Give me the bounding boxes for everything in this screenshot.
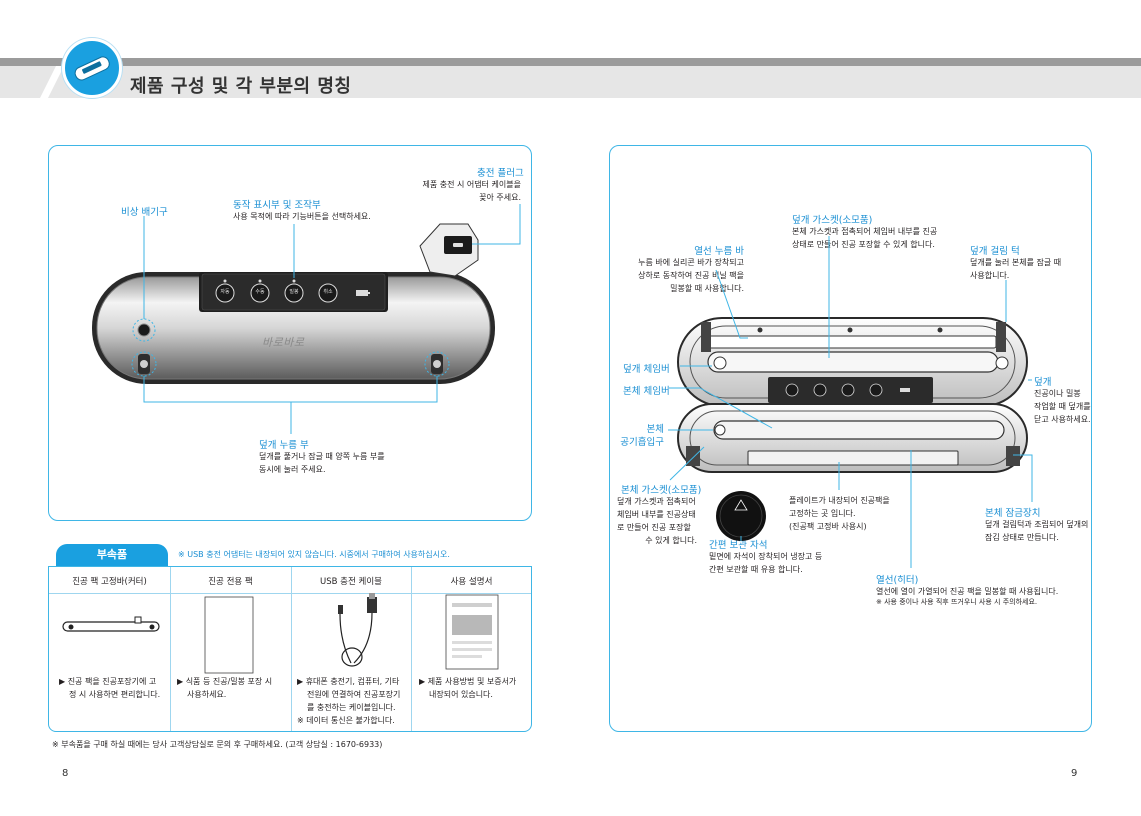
magnet-desc-line: 밑면에 자석이 장착되어 냉장고 등	[709, 552, 823, 561]
body-gasket-desc-line: 체임버 내부를 진공상태	[617, 510, 696, 519]
accessories-column-divider	[170, 567, 171, 731]
lid-gasket-desc-line: 상태로 만들어 진공 포장할 수 있게 합니다.	[792, 240, 935, 249]
accessory-desc-line: ▶ 휴대폰 충전기, 컴퓨터, 기타	[297, 677, 400, 686]
magnet-desc-line: 간편 보관할 때 유용 합니다.	[709, 565, 803, 574]
accessory-name: USB 충전 케이블	[320, 577, 382, 587]
accessory-desc: ▶ 휴대폰 충전기, 컴퓨터, 기타 전원에 연결하여 진공포장기 를 충전하는…	[297, 675, 409, 727]
accessory-desc-line: 를 충전하는 케이블입니다.	[307, 703, 396, 712]
accessory-desc: ▶ 식품 등 진공/밀봉 포장 시 사용하세요.	[177, 675, 287, 701]
body-intake-title: 본체 공기흡입구	[600, 423, 664, 449]
page-number-left: 8	[62, 768, 69, 779]
plate-desc-line: 플레이트가 내장되어 진공팩을	[789, 496, 890, 505]
lid-gasket-desc: 본체 가스켓과 접촉되어 체임버 내부를 진공 상태로 만들어 진공 포장할 수…	[792, 225, 937, 251]
plate-desc-line: 고정하는 곳 입니다.	[789, 509, 856, 518]
plate-desc: 플레이트가 내장되어 진공팩을 고정하는 곳 입니다. (진공팩 고정바 사용시…	[789, 494, 890, 533]
purchase-note: ※ 부속품을 구매 하실 때에는 당사 고객상담실로 문의 후 구매하세요. (…	[52, 740, 383, 749]
lid-hook-desc-line: 사용합니다.	[970, 271, 1010, 280]
lid-chamber-title: 덮개 체임버	[623, 364, 670, 375]
manual-button[interactable]: 수동	[255, 289, 265, 295]
body-lock-desc-line: 덮개 걸림턱과 조립되어 덮개의	[985, 520, 1089, 529]
heater-title: 열선(히터)	[876, 575, 919, 586]
lid-press-desc-line: 동시에 눌러 주세요.	[259, 465, 326, 474]
lid-hook-title: 덮개 걸림 턱	[970, 246, 1020, 257]
auto-button[interactable]: 자동	[220, 289, 230, 295]
seal-bar-desc-line: 밀봉할 때 사용합니다.	[670, 284, 744, 293]
seal-bar-desc: 누름 바에 실리콘 바가 장착되고 상하로 동작하여 진공 비닐 팩을 밀봉할 …	[604, 256, 744, 295]
accessory-illustrations	[62, 593, 499, 674]
accessories-tab: 부속품	[56, 544, 168, 566]
header-band	[0, 58, 1141, 98]
accessory-name: 진공 전용 팩	[208, 577, 253, 587]
accessories-header-divider	[49, 593, 531, 594]
accessory-desc-line: ▶ 제품 사용방법 및 보증서가	[419, 677, 517, 686]
accessories-column-divider	[291, 567, 292, 731]
accessories-note: ※ USB 충전 어댑터는 내장되어 있지 않습니다. 시중에서 구매하여 사용…	[178, 550, 450, 559]
accessory-desc-line: 사용하세요.	[187, 690, 227, 699]
emergency-vent-title: 비상 배기구	[121, 207, 168, 218]
lid-hook-desc: 덮개를 눌러 본체를 잠글 때 사용합니다.	[970, 256, 1061, 282]
lid-desc-line: 진공이나 밀봉	[1034, 389, 1081, 398]
lid-press-desc: 덮개를 풀거나 잠글 때 양쪽 누름 부를 동시에 눌러 주세요.	[259, 450, 385, 476]
lid-press-title: 덮개 누름 부	[259, 440, 309, 451]
page-title: 제품 구성 및 각 부분의 명칭	[130, 76, 352, 97]
accessory-name: 사용 설명서	[450, 577, 493, 587]
accessory-desc-line: ※ 데이터 통신은 불가합니다.	[297, 716, 395, 725]
charging-plug-desc-line: 꽂아 주세요.	[479, 193, 521, 202]
body-intake-title-line: 공기흡입구	[620, 437, 664, 448]
seal-bar-desc-line: 상하로 동작하여 진공 비닐 팩을	[638, 271, 744, 280]
accessory-desc-line: ▶ 식품 등 진공/밀봉 포장 시	[177, 677, 273, 686]
lid-gasket-title: 덮개 가스켓(소모품)	[792, 215, 873, 226]
heater-caution-note: ※ 사용 중이나 사용 직후 뜨거우니 사용 시 주의하세요.	[876, 598, 1038, 606]
plate-desc-line: (진공팩 고정바 사용시)	[789, 522, 867, 531]
lid-press-desc-line: 덮개를 풀거나 잠글 때 양쪽 누름 부를	[259, 452, 385, 461]
body-gasket-title: 본체 가스켓(소모품)	[621, 485, 702, 496]
seal-button[interactable]: 밀봉	[289, 289, 299, 295]
body-lock-desc-line: 잠김 상태로 만듭니다.	[985, 533, 1059, 542]
accessories-table: 진공 팩 고정바(커터) 진공 전용 팩 USB 충전 케이블 사용 설명서 ▶…	[48, 566, 532, 732]
lid-title: 덮개	[1034, 377, 1052, 388]
brand-logo: 바로바로	[262, 336, 305, 349]
accessory-desc-line: 정 시 사용하면 편리합니다.	[69, 690, 161, 699]
accessory-desc: ▶ 제품 사용방법 및 보증서가 내장되어 있습니다.	[419, 675, 531, 701]
body-gasket-desc: 덮개 가스켓과 접촉되어 체임버 내부를 진공상태 로 만들어 진공 포장할 수…	[617, 495, 697, 547]
charging-plug-desc-line: 제품 충전 시 어댑터 케이블을	[422, 180, 522, 189]
accessories-column-divider	[411, 567, 412, 731]
body-lock-desc: 덮개 걸림턱과 조립되어 덮개의 잠김 상태로 만듭니다.	[985, 518, 1088, 544]
control-panel-desc: 사용 목적에 따라 기능버튼을 선택하세요.	[233, 212, 371, 221]
magnet-desc: 밑면에 자석이 장착되어 냉장고 등 간편 보관할 때 유용 합니다.	[709, 550, 822, 576]
lid-hook-desc-line: 덮개를 눌러 본체를 잠글 때	[970, 258, 1062, 267]
control-panel-title: 동작 표시부 및 조작부	[233, 200, 321, 211]
charging-plug-desc: 제품 충전 시 어댑터 케이블을 꽂아 주세요.	[400, 178, 522, 204]
body-intake-title-line: 본체	[646, 424, 664, 435]
lid-gasket-desc-line: 본체 가스켓과 접촉되어 체임버 내부를 진공	[792, 227, 938, 236]
accessory-desc: ▶ 진공 팩을 진공포장기에 고 정 시 사용하면 편리합니다.	[59, 675, 169, 701]
seal-bar-title: 열선 누름 바	[694, 246, 744, 257]
page-number-right: 9	[1071, 768, 1078, 779]
accessory-desc-line: ▶ 진공 팩을 진공포장기에 고	[59, 677, 157, 686]
seal-bar-desc-line: 누름 바에 실리콘 바가 장착되고	[638, 258, 744, 267]
accessory-desc-line: 내장되어 있습니다.	[429, 690, 493, 699]
body-gasket-desc-line: 덮개 가스켓과 접촉되어	[617, 497, 696, 506]
lid-desc-line: 작업할 때 덮개를	[1034, 402, 1091, 411]
header-band-light	[0, 66, 1141, 98]
device-badge-icon	[62, 38, 122, 98]
body-gasket-desc-line: 로 만들어 진공 포장할	[617, 523, 691, 532]
header-band-dark	[0, 58, 1141, 66]
body-chamber-title: 본체 체임버	[623, 386, 670, 397]
heater-desc: 열선에 열이 가열되어 진공 팩을 밀봉할 때 사용됩니다.	[876, 587, 1059, 596]
magnet-title: 간편 보관 자석	[709, 540, 768, 551]
lid-desc: 진공이나 밀봉 작업할 때 덮개를 닫고 사용하세요.	[1034, 387, 1091, 426]
accessory-name: 진공 팩 고정바(커터)	[72, 577, 147, 587]
cancel-button[interactable]: 취소	[323, 289, 333, 295]
charging-plug-title: 충전 플러그	[477, 168, 524, 179]
body-gasket-desc-line: 수 있게 합니다.	[645, 536, 697, 545]
body-lock-title: 본체 잠금장치	[985, 508, 1041, 519]
lid-desc-line: 닫고 사용하세요.	[1034, 415, 1091, 424]
accessory-desc-line: 전원에 연결하여 진공포장기	[307, 690, 401, 699]
